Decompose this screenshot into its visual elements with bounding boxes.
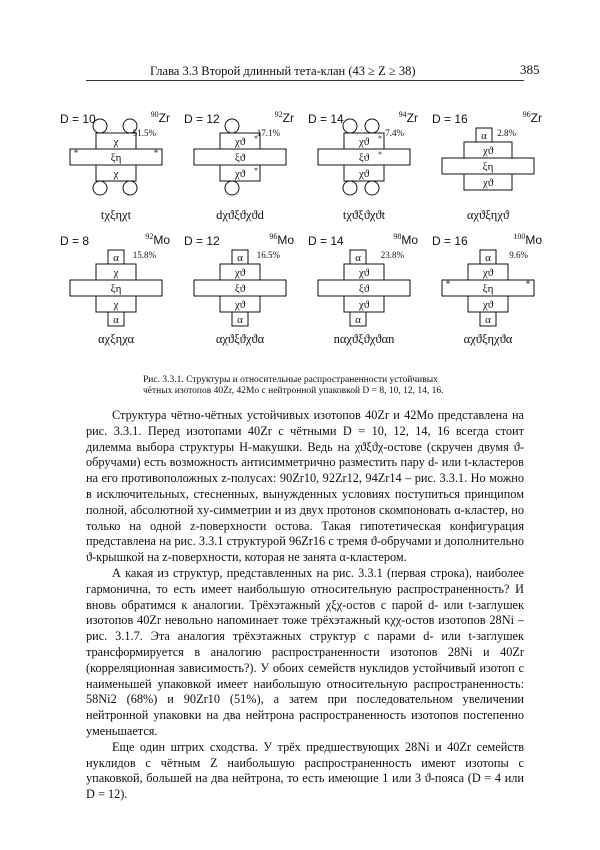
zr92-structure-diagram: χϑ ξϑ χϑ * * — [193, 118, 287, 196]
paragraph: А какая из структур, представленных на р… — [86, 565, 524, 738]
svg-text:ξη: ξη — [111, 152, 122, 164]
packing-label: D = 16 — [432, 112, 468, 126]
body-text: Структура чётно-чётных устойчивых изотоп… — [86, 408, 524, 803]
packing-label: D = 16 — [432, 234, 468, 248]
svg-text:χ: χ — [113, 299, 119, 311]
svg-text:χϑ: χϑ — [358, 168, 370, 180]
svg-text:α: α — [485, 314, 491, 326]
paragraph: Еще один штрих сходства. У трёх предшест… — [86, 739, 524, 802]
structure-formula: αχξηχα — [97, 332, 135, 346]
svg-text:α: α — [237, 252, 243, 264]
svg-text:α: α — [485, 252, 491, 264]
mo92-structure-diagram: αχξηχα — [69, 249, 163, 327]
isotope-label: 100Mo — [513, 232, 542, 247]
running-header: Глава 3.3 Второй длинный тета-клан (43 ≥… — [0, 62, 600, 84]
svg-text:χϑ: χϑ — [482, 177, 494, 189]
svg-text:χϑ: χϑ — [234, 168, 246, 180]
svg-text:ξϑ: ξϑ — [359, 283, 370, 295]
mo100-structure-diagram: α χϑ ξη χϑ α * * — [441, 249, 535, 327]
svg-text:*: * — [526, 279, 531, 289]
abundance: 7.4% — [385, 128, 404, 138]
zr94-structure-diagram: χϑ ξϑ χϑ * * — [317, 118, 411, 196]
isotope-label: 90Zr — [150, 110, 170, 125]
svg-text:ξϑ: ξϑ — [235, 283, 246, 295]
packing-label: D = 10 — [60, 112, 96, 126]
abundance: 17.1% — [256, 128, 280, 138]
svg-text:*: * — [378, 150, 382, 159]
svg-text:α: α — [355, 314, 361, 326]
svg-text:ξϑ: ξϑ — [359, 152, 370, 164]
svg-text:*: * — [154, 148, 159, 158]
svg-text:*: * — [254, 134, 258, 143]
structure-formula: αχϑξηχϑ — [466, 208, 510, 222]
svg-text:χϑ: χϑ — [234, 136, 246, 148]
svg-text:α: α — [237, 314, 243, 326]
structure-formula: nαχϑξϑχϑαn — [333, 332, 395, 346]
abundance: 9.6% — [509, 250, 528, 260]
svg-text:ξϑ: ξϑ — [235, 152, 246, 164]
structure-formula: αχϑξϑχϑα — [215, 332, 265, 346]
svg-text:*: * — [74, 148, 79, 158]
svg-text:α: α — [113, 252, 119, 264]
abundance: 16.5% — [256, 250, 280, 260]
isotope-label: 98Mo — [393, 232, 418, 247]
abundance: 23.8% — [380, 250, 404, 260]
packing-label: D = 12 — [184, 112, 220, 126]
svg-text:χϑ: χϑ — [234, 267, 246, 279]
zr90-structure-diagram: χ ξη χ * * — [69, 118, 163, 196]
svg-text:α: α — [355, 252, 361, 264]
header-rule — [86, 80, 524, 81]
svg-text:ξη: ξη — [483, 283, 494, 295]
svg-text:α: α — [113, 314, 119, 326]
structure-panel: D = 14 94Zr 7.4% χϑ ξϑ χϑ * * tχϑξϑχϑt — [304, 110, 424, 228]
svg-text:*: * — [446, 279, 451, 289]
svg-text:χϑ: χϑ — [358, 136, 370, 148]
svg-text:χ: χ — [113, 168, 119, 180]
structure-formula: αχϑξηχϑα — [463, 332, 513, 346]
svg-text:χϑ: χϑ — [482, 145, 494, 157]
structure-panel: D = 10 90Zr 51.5% χ ξη χ * * tχξηχt — [56, 110, 176, 228]
svg-text:*: * — [378, 134, 382, 143]
figure-caption: Рис. 3.3.1. Структуры и относительные ра… — [143, 375, 444, 396]
structure-formula: dχϑξϑχϑd — [216, 208, 264, 222]
zr96-structure-diagram: α χϑ ξη χϑ — [441, 127, 535, 191]
abundance: 2.8% — [497, 128, 516, 138]
chapter-title: Глава 3.3 Второй длинный тета-клан (43 ≥… — [150, 64, 416, 78]
mo98-structure-diagram: α χϑ ξϑ χϑ α — [317, 249, 411, 327]
svg-text:χϑ: χϑ — [482, 299, 494, 311]
structure-formula: tχϑξϑχϑt — [342, 208, 386, 222]
svg-text:χ: χ — [113, 267, 119, 279]
abundance: 15.8% — [132, 250, 156, 260]
page-number: 385 — [520, 62, 540, 77]
isotope-label: 92Zr — [274, 110, 294, 125]
isotope-label: 92Mo — [145, 232, 170, 247]
packing-label: D = 8 — [60, 234, 90, 248]
svg-text:*: * — [254, 166, 258, 175]
svg-text:χϑ: χϑ — [482, 267, 494, 279]
structure-formula: tχξηχt — [100, 208, 132, 222]
paragraph: Структура чётно-чётных устойчивых изотоп… — [86, 408, 524, 565]
abundance: 51.5% — [132, 128, 156, 138]
structure-panel: D = 12 92Zr 17.1% χϑ ξϑ χϑ * * dχϑξϑχϑd — [180, 110, 300, 228]
svg-text:χ: χ — [113, 136, 119, 148]
svg-text:ξη: ξη — [483, 161, 494, 173]
svg-text:ξη: ξη — [111, 283, 122, 295]
isotope-label: 94Zr — [398, 110, 418, 125]
svg-text:χϑ: χϑ — [234, 299, 246, 311]
isotope-label: 96Mo — [269, 232, 294, 247]
isotope-structures-figure: D = 10 90Zr 51.5% χ ξη χ * * tχξηχt D = 12 … — [56, 110, 546, 380]
structure-panel: D = 14 98Mo 23.8% α χϑ ξϑ χϑ α nαχϑξϑχϑαn — [304, 232, 424, 350]
svg-text:χϑ: χϑ — [358, 267, 370, 279]
packing-label: D = 14 — [308, 234, 344, 248]
packing-label: D = 12 — [184, 234, 220, 248]
packing-label: D = 14 — [308, 112, 344, 126]
isotope-label: 96Zr — [522, 110, 542, 125]
svg-text:χϑ: χϑ — [358, 299, 370, 311]
svg-text:α: α — [481, 130, 487, 142]
mo96-structure-diagram: α χϑ ξϑ χϑ α — [193, 249, 287, 327]
